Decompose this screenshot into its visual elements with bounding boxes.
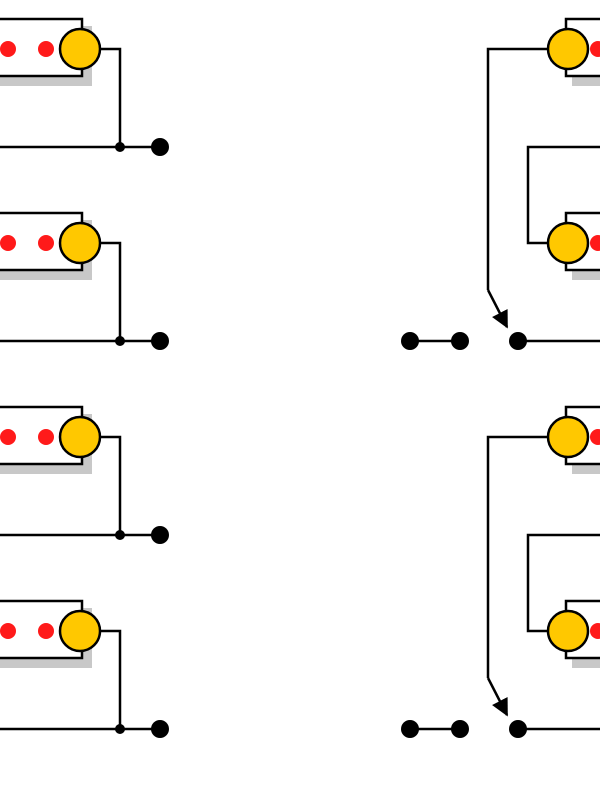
wire bbox=[526, 145, 600, 245]
wire bbox=[486, 47, 548, 290]
red-dot bbox=[38, 429, 54, 445]
input-terminal bbox=[401, 332, 419, 350]
left-circuit-4 bbox=[0, 599, 169, 738]
input-terminal bbox=[451, 720, 469, 738]
output-terminal bbox=[151, 332, 169, 350]
right-circuit-2 bbox=[401, 405, 600, 738]
red-dot bbox=[0, 41, 16, 57]
wire bbox=[100, 629, 122, 729]
input-terminal bbox=[401, 720, 419, 738]
yellow-knob bbox=[58, 27, 102, 71]
yellow-knob bbox=[546, 221, 590, 265]
red-dot bbox=[0, 429, 16, 445]
wire bbox=[100, 435, 122, 535]
red-dot bbox=[590, 623, 600, 639]
arrow-contact bbox=[486, 289, 509, 329]
red-dot bbox=[38, 623, 54, 639]
output-terminal bbox=[151, 720, 169, 738]
red-dot bbox=[590, 429, 600, 445]
yellow-knob bbox=[58, 415, 102, 459]
input-terminal bbox=[451, 332, 469, 350]
output-terminal bbox=[509, 720, 527, 738]
red-dot bbox=[590, 41, 600, 57]
output-terminal bbox=[509, 332, 527, 350]
yellow-knob bbox=[58, 609, 102, 653]
left-circuit-1 bbox=[0, 17, 169, 156]
yellow-knob bbox=[546, 609, 590, 653]
wire bbox=[100, 241, 122, 341]
red-dot bbox=[38, 41, 54, 57]
red-dot bbox=[590, 235, 600, 251]
right-circuit-1 bbox=[401, 17, 600, 350]
output-terminal bbox=[151, 526, 169, 544]
wire bbox=[526, 533, 600, 633]
output-terminal bbox=[151, 138, 169, 156]
yellow-knob bbox=[58, 221, 102, 265]
wire bbox=[486, 435, 548, 678]
wire bbox=[100, 47, 122, 147]
red-dot bbox=[0, 623, 16, 639]
junction-dot bbox=[115, 530, 125, 540]
yellow-knob bbox=[546, 415, 590, 459]
junction-dot bbox=[115, 724, 125, 734]
left-circuit-3 bbox=[0, 405, 169, 544]
red-dot bbox=[0, 235, 16, 251]
junction-dot bbox=[115, 142, 125, 152]
yellow-knob bbox=[546, 27, 590, 71]
arrow-contact bbox=[486, 677, 509, 717]
red-dot bbox=[38, 235, 54, 251]
left-circuit-2 bbox=[0, 211, 169, 350]
junction-dot bbox=[115, 336, 125, 346]
